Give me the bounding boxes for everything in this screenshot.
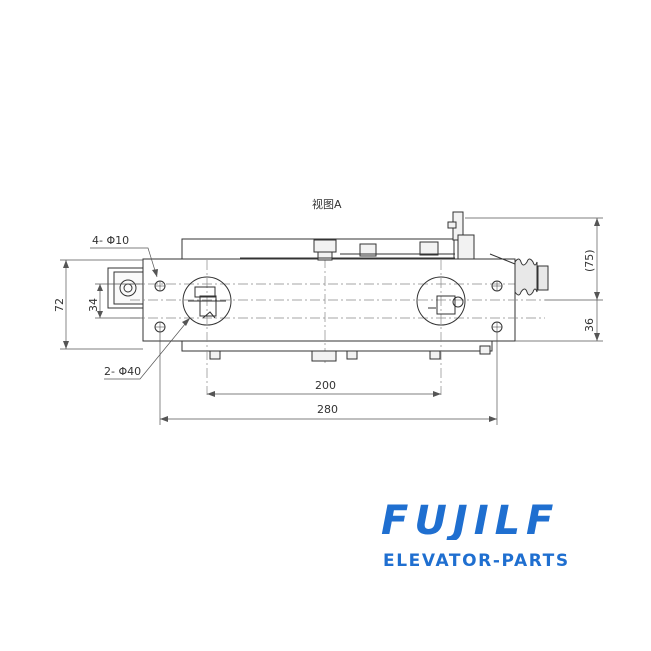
large-hole-left (182, 276, 232, 326)
lower-bar (181, 340, 493, 352)
dim-right-lower: 36 (583, 318, 596, 332)
top-nut (313, 239, 337, 253)
brand-name: FUJILF (381, 500, 559, 540)
callout-small-holes: 4- Φ10 (92, 234, 129, 247)
dim-top-right: (75) (583, 249, 596, 272)
large-hole-right (416, 276, 466, 326)
brand-logo: FUJILF (381, 500, 559, 540)
dim-overall-height: 72 (53, 298, 66, 312)
callout-large-holes: 2- Φ40 (104, 365, 141, 378)
brand-tagline: ELEVATOR-PARTS (383, 551, 570, 571)
dim-center-height: 34 (87, 298, 100, 312)
dim-center-spacing: 200 (315, 379, 336, 392)
view-title: 视图A (312, 197, 342, 211)
dim-overall-width: 280 (317, 403, 338, 416)
bolt-head (537, 265, 549, 291)
